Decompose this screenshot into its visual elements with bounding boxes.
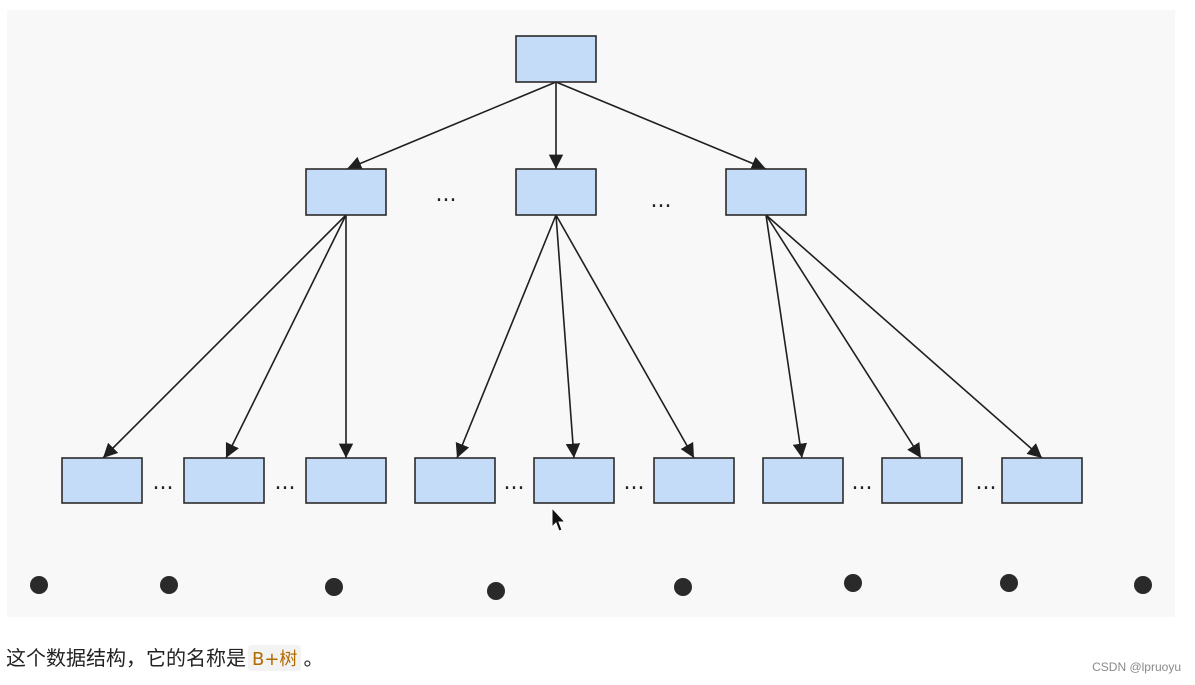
root-node: [515, 35, 597, 83]
edge: [555, 81, 767, 171]
ellipsis: ...: [624, 470, 645, 495]
leaf-node: [881, 457, 963, 504]
edge: [765, 214, 808, 459]
leaf-node: [653, 457, 735, 504]
internal-node: [515, 168, 597, 216]
dot: [1134, 576, 1152, 594]
caption-term: B+树: [248, 645, 302, 671]
ellipsis: ...: [852, 470, 873, 495]
leaf-node: [61, 457, 143, 504]
dot: [1000, 574, 1018, 592]
internal-nodes: [305, 168, 807, 216]
leaf-node: [533, 457, 615, 504]
edge: [102, 214, 347, 459]
ellipsis: ...: [504, 470, 525, 495]
dot: [160, 576, 178, 594]
dot: [487, 582, 505, 600]
watermark: CSDN @lpruoyu: [1092, 660, 1181, 674]
ellipsis: ...: [976, 470, 997, 495]
leaf-ellipses: ... ... ... ... ... ...: [153, 470, 997, 495]
caption-suffix: 。: [303, 646, 324, 670]
diagram-panel: [7, 10, 1175, 617]
ellipsis: ...: [275, 470, 296, 495]
dot: [30, 576, 48, 594]
edge: [555, 214, 695, 459]
edge: [765, 214, 1043, 459]
edges-root: [346, 81, 767, 171]
edge: [765, 214, 922, 459]
internal-node: [725, 168, 807, 216]
leaf-node: [414, 457, 496, 504]
edges-internal: [102, 214, 1043, 459]
mouse-cursor-icon: [551, 506, 567, 532]
caption-prefix: 这个数据结构，它的名称是: [6, 646, 246, 670]
ellipsis: ...: [153, 470, 174, 495]
leaf-node: [762, 457, 844, 504]
dot: [325, 578, 343, 596]
leaf-node: [183, 457, 265, 504]
internal-ellipses: ... ...: [436, 182, 672, 213]
dot: [844, 574, 862, 592]
edge: [455, 214, 557, 459]
edge: [225, 214, 347, 459]
edge: [555, 214, 581, 459]
dots-row: [30, 574, 1152, 600]
leaf-nodes: [61, 457, 1083, 504]
edge: [346, 81, 557, 171]
dot: [674, 578, 692, 596]
leaf-node: [1001, 457, 1083, 504]
bplus-tree-diagram: ... ... ... ... ... ... ... ...: [30, 35, 1152, 600]
leaf-node: [305, 457, 387, 504]
internal-node: [305, 168, 387, 216]
ellipsis: ...: [651, 188, 672, 213]
ellipsis: ...: [436, 182, 457, 207]
